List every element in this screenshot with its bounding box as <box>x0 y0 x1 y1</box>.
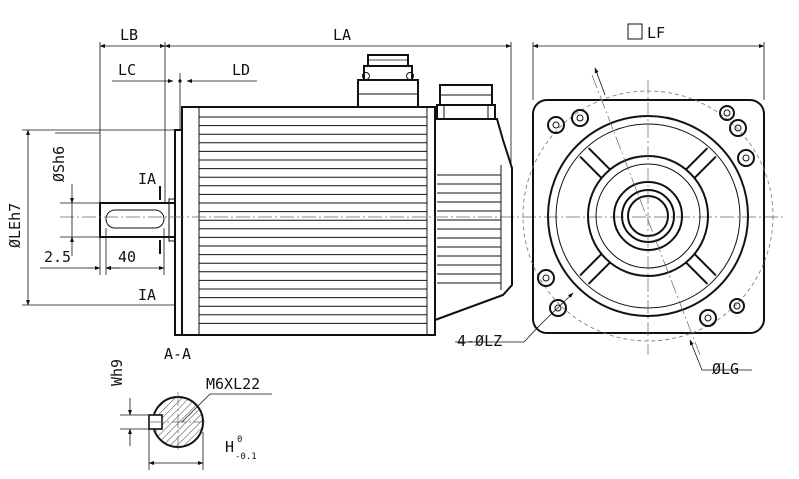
front-rib <box>693 253 717 277</box>
cooling-fins <box>199 116 427 324</box>
shaft-keyway <box>105 209 165 229</box>
section-title: A-A <box>164 345 191 363</box>
flange-square <box>532 99 765 334</box>
la-label: LA <box>333 26 351 44</box>
dim-40: 40 <box>118 248 136 266</box>
mounting-holes <box>537 105 755 327</box>
front-rib <box>693 155 717 179</box>
section-a-a: A-A M6XL22 Wh9 H 0 -0.1 <box>108 345 272 470</box>
dim-2-5: 2.5 <box>44 248 71 266</box>
flange-plate <box>174 129 183 336</box>
h-lower-tolerance: -0.1 <box>235 452 257 462</box>
h-upper-tolerance: 0 <box>237 435 242 445</box>
front-rib <box>587 147 611 171</box>
section-mark-top: IA <box>138 170 156 188</box>
h-label: H <box>225 438 234 456</box>
side-view: LB LA LC LD ØLEh7 ØSh6 IA IA 2.5 40 <box>6 26 785 336</box>
thread-label: M6XL22 <box>206 375 260 393</box>
front-rib <box>685 147 709 171</box>
power-connector <box>357 54 419 108</box>
lg-label: ØLG <box>712 360 739 378</box>
shaft-shoulder <box>168 198 176 242</box>
front-rib <box>587 261 611 285</box>
ld-label: LD <box>232 61 250 79</box>
lz-label: 4-ØLZ <box>457 332 502 350</box>
front-rib <box>579 155 603 179</box>
le-label: ØLEh7 <box>6 203 24 248</box>
square-symbol-icon <box>627 23 643 40</box>
front-rib <box>685 261 709 285</box>
section-mark-bottom: IA <box>138 286 156 304</box>
front-rib <box>579 253 603 277</box>
front-view: LF ØLG 4-ØLZ <box>455 23 774 378</box>
motor-body <box>181 106 436 336</box>
lf-label: LF <box>647 24 665 42</box>
lc-label: LC <box>118 61 136 79</box>
wh9-label: Wh9 <box>108 359 126 386</box>
lb-label: LB <box>120 26 138 44</box>
sh-label: ØSh6 <box>50 146 68 182</box>
encoder-connector <box>436 84 496 120</box>
encoder-housing <box>434 118 513 321</box>
